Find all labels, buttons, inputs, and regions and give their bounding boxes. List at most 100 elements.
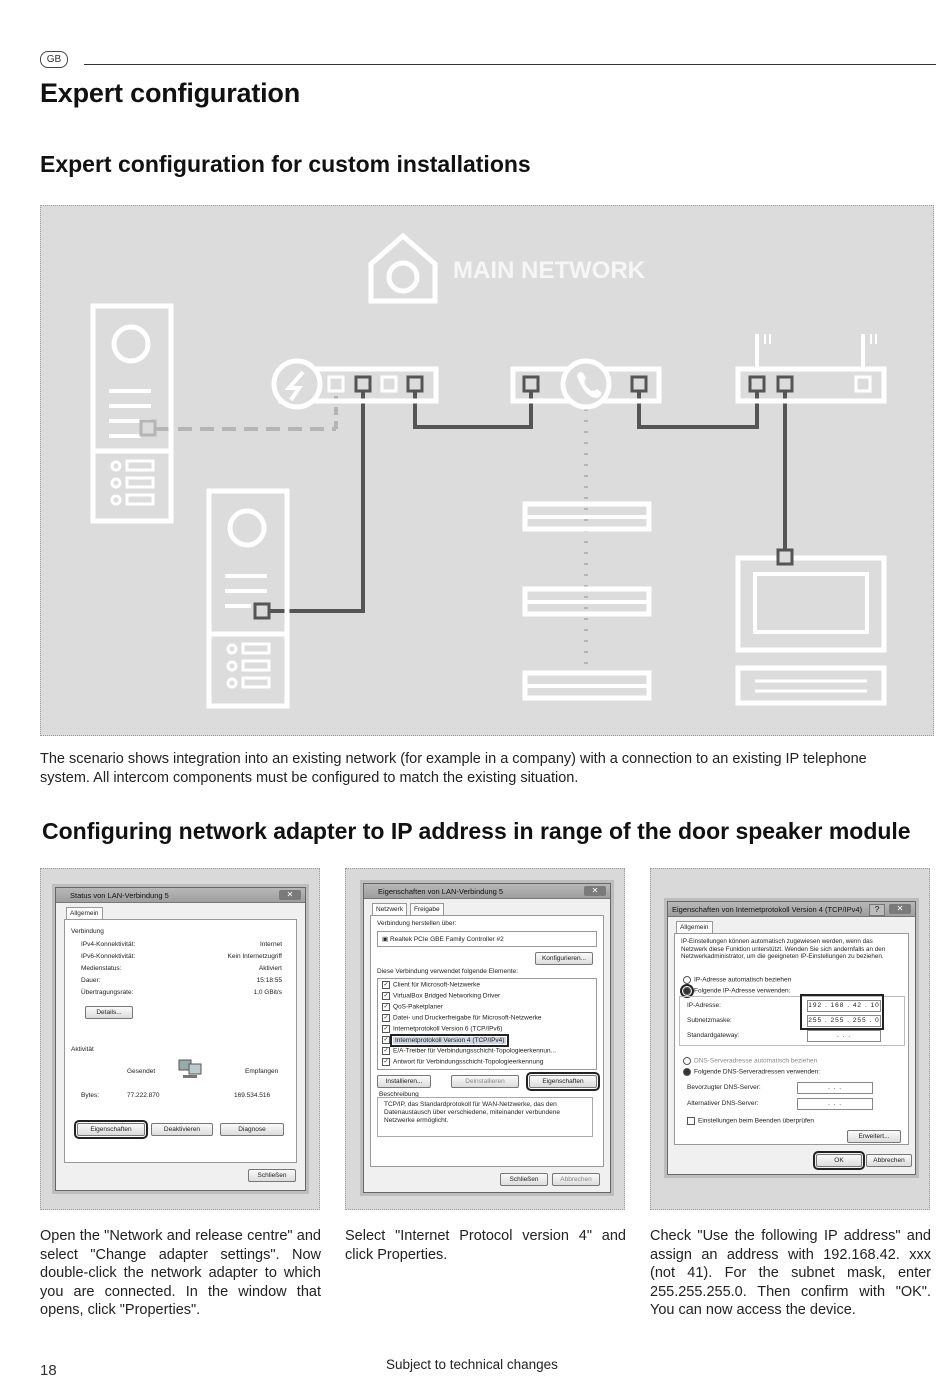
ip-phone-icon: [522, 501, 652, 532]
tab-general[interactable]: Allgemein: [676, 921, 713, 934]
configure-button[interactable]: Konfigurieren...: [535, 952, 593, 965]
tab-pane: IP-Einstellungen können automatisch zuge…: [674, 933, 909, 1145]
list-item[interactable]: ✓Client für Microsoft-Netzwerke: [382, 981, 481, 989]
ip-phone-icon: [522, 670, 652, 701]
network-diagram: MAIN NETWORK: [40, 205, 934, 736]
ip-group: [679, 996, 905, 1046]
footer-note: Subject to technical changes: [386, 1357, 558, 1372]
bytes-sent: 77.222.870: [127, 1092, 160, 1099]
use-ip-radio[interactable]: Folgende IP-Adresse verwenden:: [680, 984, 790, 998]
screenshot-lan-status: Status von LAN-Verbindung 5✕ Allgemein V…: [40, 868, 320, 1210]
details-button[interactable]: Details...: [85, 1006, 133, 1019]
ip-phone-icon: [522, 586, 652, 617]
close-icon[interactable]: ✕: [584, 886, 606, 896]
auto-dns-radio[interactable]: DNS-Serveradresse automatisch beziehen: [683, 1057, 817, 1065]
use-dns-radio[interactable]: Folgende DNS-Serveradressen verwenden:: [683, 1068, 820, 1076]
window-title: Eigenschaften von LAN-Verbindung 5: [378, 887, 504, 896]
intro-text: IP-Einstellungen können automatisch zuge…: [681, 938, 886, 960]
caption-step-2: Select "Internet Protocol version 4" and…: [345, 1228, 626, 1263]
items-list[interactable]: ✓Client für Microsoft-Netzwerke ✓Virtual…: [377, 978, 597, 1070]
deactivate-button[interactable]: Deaktivieren: [151, 1123, 213, 1136]
close-icon[interactable]: ✕: [279, 890, 301, 900]
page-number: 18: [40, 1362, 57, 1379]
router-icon: [271, 358, 439, 410]
window-title: Eigenschaften von Internetprotokoll Vers…: [672, 905, 863, 914]
row-label: Dauer:: [81, 977, 101, 984]
screenshot-ipv4-properties: Eigenschaften von Internetprotokoll Vers…: [650, 868, 930, 1210]
properties-button[interactable]: Eigenschaften: [526, 1072, 600, 1091]
list-item[interactable]: ✓Internetprotokoll Version 6 (TCP/IPv6): [382, 1025, 503, 1033]
tab-pane: Verbindung IPv4-Konnektivität: Internet I…: [64, 919, 297, 1163]
bytes-label: Bytes:: [81, 1092, 100, 1099]
subnet-mask-field[interactable]: 255 . 255 . 255 . 0: [807, 1015, 881, 1027]
tab-pane: Verbindung herstellen über: ▣ Realtek PC…: [370, 915, 604, 1167]
window-title: Status von LAN-Verbindung 5: [70, 891, 169, 900]
ip-address-field[interactable]: 192 . 168 . 42 . 10: [807, 1000, 881, 1012]
uninstall-button[interactable]: Deinstallieren: [451, 1075, 519, 1088]
row-label: Medienstatus:: [81, 965, 122, 972]
row-value: 15:18:55: [256, 977, 282, 984]
preferred-dns-field[interactable]: . . .: [797, 1082, 873, 1094]
door-station-2-icon: [206, 488, 290, 709]
wifi-router-icon: [735, 334, 887, 404]
close-button[interactable]: Schließen: [248, 1169, 296, 1182]
computer-icon: [735, 548, 887, 706]
adapter-field: ▣ Realtek PCIe GBE Family Controller #2: [377, 931, 597, 947]
adapter-name: Realtek PCIe GBE Family Controller #2: [389, 936, 504, 943]
list-item[interactable]: ✓Antwort für Verbindungsschicht-Topologi…: [382, 1058, 544, 1066]
row-value: 1,0 GBit/s: [253, 989, 282, 996]
description-text: TCP/IP, das Standardprotokoll für WAN-Ne…: [377, 1097, 593, 1137]
house-icon: [368, 232, 438, 304]
lan-properties-window: Eigenschaften von LAN-Verbindung 5✕ Netz…: [363, 883, 611, 1193]
properties-button[interactable]: Eigenschaften: [74, 1120, 148, 1139]
connect-using-label: Verbindung herstellen über:: [377, 920, 457, 927]
ok-button[interactable]: OK: [813, 1151, 865, 1170]
adapter-icon: ▣: [382, 936, 389, 943]
scenario-description: The scenario shows integration into an e…: [40, 751, 867, 786]
row-label: IPv6-Konnektivität:: [81, 953, 136, 960]
row-label: IPv4-Konnektivität:: [81, 941, 136, 948]
main-network-label: MAIN NETWORK: [453, 257, 646, 284]
install-button[interactable]: Installieren...: [377, 1075, 431, 1088]
ip-highlight: [800, 994, 884, 1030]
help-icon[interactable]: ?: [869, 904, 885, 916]
list-item-ipv4[interactable]: ✓Internetprotokoll Version 4 (TCP/IPv4): [382, 1033, 510, 1047]
uses-items-label: Diese Verbindung verwendet folgende Elem…: [377, 968, 518, 975]
advanced-button[interactable]: Erweitert...: [847, 1130, 901, 1143]
section-heading-custom-installations: Expert configuration for custom installa…: [40, 151, 531, 177]
gateway-label: Standardgateway:: [687, 1032, 740, 1039]
language-badge: GB: [40, 51, 68, 68]
bytes-received: 169.534.516: [234, 1092, 271, 1099]
row-value: Aktiviert: [258, 965, 282, 972]
ipv4-properties-window: Eigenschaften von Internetprotokoll Vers…: [667, 901, 916, 1175]
list-item[interactable]: ✓VirtualBox Bridged Networking Driver: [382, 992, 501, 1000]
description-label: Beschreibung: [379, 1091, 419, 1098]
screenshot-lan-properties: Eigenschaften von LAN-Verbindung 5✕ Netz…: [345, 868, 625, 1210]
list-item[interactable]: ✓Datei- und Druckerfreigabe für Microsof…: [382, 1014, 542, 1022]
received-label: Empfangen: [245, 1068, 279, 1075]
section-heading-network-adapter: Configuring network adapter to IP addres…: [42, 818, 911, 844]
group-connection-label: Verbindung: [71, 928, 104, 935]
row-value: Internet: [259, 941, 282, 948]
auto-ip-radio[interactable]: IP-Adresse automatisch beziehen: [683, 976, 791, 984]
ip-address-label: IP-Adresse:: [687, 1002, 721, 1009]
network-computers-icon: [175, 1058, 205, 1080]
validate-checkbox[interactable]: Einstellungen beim Beenden überprüfen: [687, 1117, 814, 1125]
cancel-button[interactable]: Abbrechen: [552, 1173, 600, 1186]
sent-label: Gesendet: [127, 1068, 156, 1075]
gateway-field[interactable]: . . .: [807, 1030, 881, 1042]
group-activity-label: Aktivität: [71, 1046, 94, 1053]
alternate-dns-field[interactable]: . . .: [797, 1098, 873, 1110]
subnet-mask-label: Subnetzmaske:: [687, 1017, 732, 1024]
tab-sharing[interactable]: Freigabe: [410, 903, 444, 916]
cancel-button[interactable]: Abbrechen: [866, 1154, 912, 1167]
list-item[interactable]: ✓QoS-Paketplaner: [382, 1003, 443, 1011]
caption-step-3: Check "Use the following IP address" and…: [650, 1228, 931, 1318]
diagnose-button[interactable]: Diagnose: [220, 1123, 284, 1136]
close-button[interactable]: Schließen: [500, 1173, 548, 1186]
door-station-1-icon: [90, 303, 174, 524]
close-icon[interactable]: ✕: [889, 904, 911, 914]
header-rule: [84, 64, 936, 65]
lan-status-window: Status von LAN-Verbindung 5✕ Allgemein V…: [55, 887, 306, 1191]
list-item[interactable]: ✓E/A-Treiber für Verbindungsschicht-Topo…: [382, 1047, 557, 1055]
